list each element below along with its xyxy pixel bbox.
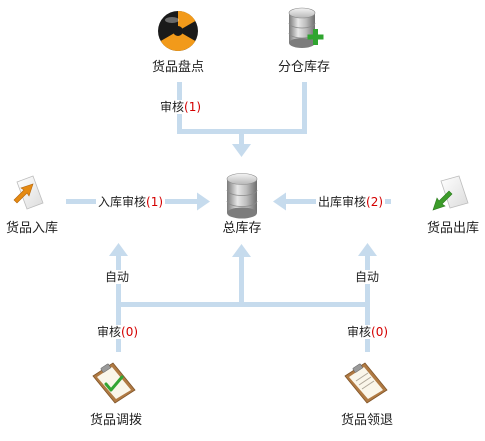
edge-auto-left: 自动 — [103, 270, 132, 284]
export-icon — [432, 175, 469, 211]
node-total-stock-label: 总库存 — [222, 221, 262, 236]
edge-audit-top[interactable]: 审核(1) — [158, 100, 204, 114]
edge-audit-transfer[interactable]: 审核(0) — [95, 325, 141, 339]
database-add-icon — [288, 7, 324, 48]
edge-out-audit-label: 出库审核 — [318, 195, 367, 209]
node-goods-return[interactable]: 货品领退 — [337, 413, 397, 428]
node-goods-return-label: 货品领退 — [340, 413, 393, 428]
node-goods-in-label: 货品入库 — [5, 221, 58, 236]
edge-in-audit[interactable]: 入库审核(1) — [96, 195, 166, 209]
edge-auto-right-label: 自动 — [355, 270, 380, 284]
edge-audit-top-label: 审核 — [160, 100, 185, 114]
node-branch-stock-label: 分仓库存 — [277, 60, 330, 75]
edge-audit-return-label: 审核 — [347, 325, 372, 339]
node-goods-in[interactable]: 货品入库 — [2, 221, 62, 236]
edge-auto-left-label: 自动 — [105, 270, 130, 284]
edge-in-audit-label: 入库审核 — [98, 195, 147, 209]
import-icon — [13, 175, 44, 210]
inventory-check-icon — [158, 11, 198, 51]
edge-audit-return-count: (0) — [371, 325, 389, 339]
node-goods-out[interactable]: 货品出库 — [423, 221, 483, 236]
edge-in-audit-count: (1) — [146, 195, 164, 209]
node-inventory-check[interactable]: 货品盘点 — [148, 60, 208, 75]
edge-out-audit[interactable]: 出库审核(2) — [316, 195, 386, 209]
edge-audit-transfer-count: (0) — [121, 325, 139, 339]
database-icon — [226, 173, 258, 219]
node-goods-transfer-label: 货品调拨 — [89, 413, 142, 428]
edge-auto-right: 自动 — [353, 270, 382, 284]
edge-audit-return[interactable]: 审核(0) — [345, 325, 391, 339]
edge-audit-transfer-label: 审核 — [97, 325, 122, 339]
node-inventory-check-label: 货品盘点 — [151, 60, 204, 75]
edge-audit-top-count: (1) — [184, 100, 202, 114]
node-total-stock[interactable]: 总库存 — [218, 221, 266, 236]
node-branch-stock[interactable]: 分仓库存 — [274, 60, 334, 75]
clipboard-icon — [344, 362, 388, 404]
node-goods-out-label: 货品出库 — [426, 221, 479, 236]
clipboard-check-icon — [92, 362, 136, 404]
edge-out-audit-count: (2) — [366, 195, 384, 209]
node-goods-transfer[interactable]: 货品调拨 — [86, 413, 146, 428]
